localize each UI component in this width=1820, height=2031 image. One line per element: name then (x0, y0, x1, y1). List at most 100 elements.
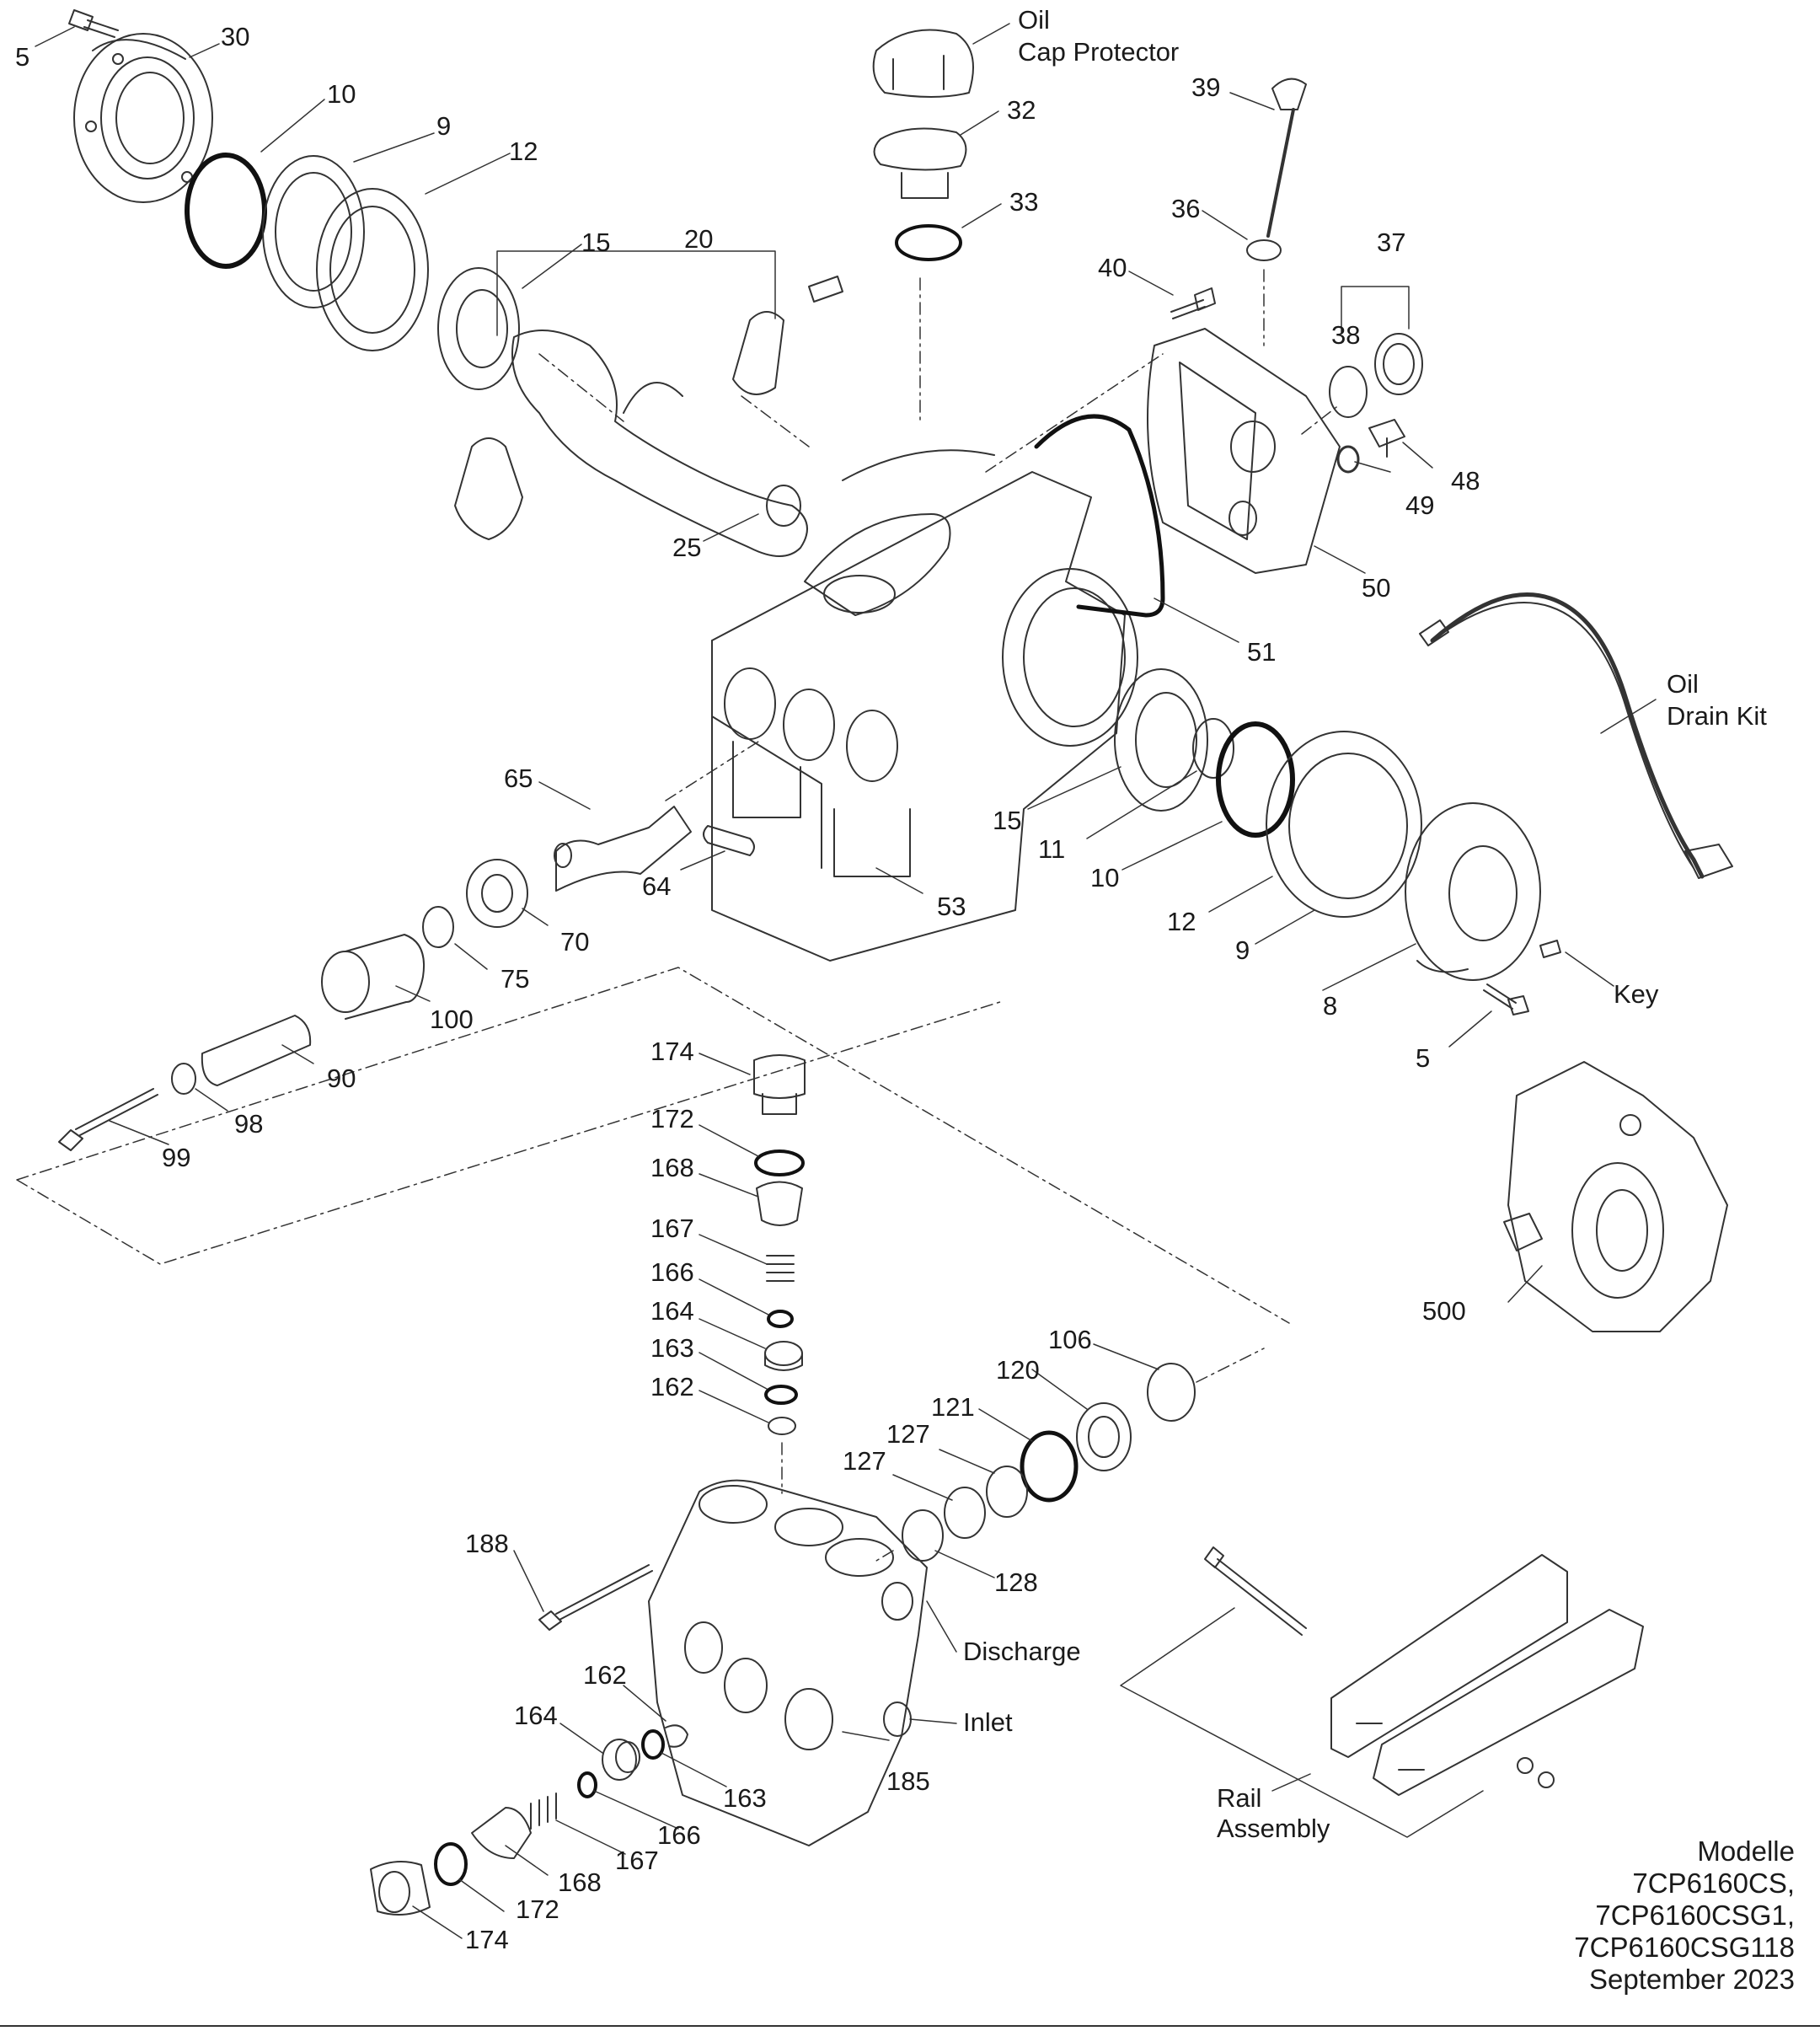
label-rail-line1: Rail (1217, 1783, 1262, 1813)
label-163-top: 163 (650, 1333, 694, 1363)
dashdot-crank (538, 353, 810, 447)
valve-cage-168-bot-icon (471, 1807, 532, 1859)
label-9-top: 9 (436, 111, 452, 141)
o-ring-10-mid-icon (1216, 721, 1295, 838)
o-ring-172-bot-icon (434, 1842, 468, 1886)
oil-drain-kit-icon (1419, 592, 1733, 879)
seal-128-icon (902, 1509, 944, 1562)
o-ring-166-bot-icon (577, 1771, 597, 1798)
o-ring-33-icon (895, 224, 962, 261)
gasket-9-top-icon (262, 155, 365, 308)
label-174-bot: 174 (465, 1925, 509, 1954)
label-121: 121 (931, 1392, 975, 1422)
seal-106-icon (1147, 1363, 1196, 1422)
dashdot-boundary (16, 967, 1290, 1324)
label-30: 30 (221, 22, 250, 51)
label-oil-drain-line2: Drain Kit (1667, 701, 1767, 731)
label-53: 53 (937, 892, 966, 921)
washer-75-icon (422, 906, 454, 948)
label-48: 48 (1451, 466, 1480, 496)
label-39: 39 (1191, 72, 1221, 102)
spring-167-bot-icon (530, 1793, 557, 1830)
model-line-2: 7CP6160CSG1, (1595, 1900, 1795, 1931)
drain-plug-48-icon (1368, 419, 1405, 458)
label-75: 75 (500, 964, 530, 994)
seal-127-b-icon (944, 1487, 986, 1539)
label-9-mid: 9 (1235, 935, 1250, 965)
leader-lines (35, 23, 1657, 1939)
label-49: 49 (1405, 490, 1435, 520)
o-ring-172-top-icon (754, 1149, 805, 1176)
label-20: 20 (684, 224, 714, 254)
label-5-top: 5 (15, 42, 30, 72)
label-oil-drain-line1: Oil (1667, 669, 1699, 699)
plug-174-top-icon (753, 1054, 806, 1115)
shim-12-mid-icon (1266, 731, 1422, 918)
sleeve-100-icon (321, 934, 425, 1020)
label-40: 40 (1098, 253, 1127, 282)
revision-date: September 2023 (1588, 1964, 1795, 1995)
label-37: 37 (1377, 228, 1406, 257)
model-line-3: 7CP6160CSG118 (1574, 1932, 1795, 1963)
bearing-15-top-icon (437, 267, 520, 390)
label-166-bot: 166 (657, 1820, 701, 1850)
dipstick-39-icon (1266, 78, 1307, 238)
label-64: 64 (642, 871, 672, 901)
spacer-90-icon (201, 1015, 312, 1086)
label-172-bot: 172 (516, 1894, 559, 1924)
shim-12-top-icon (316, 188, 429, 351)
bearing-cover-8-icon (1405, 802, 1541, 981)
label-98: 98 (234, 1109, 264, 1139)
label-15-top: 15 (581, 228, 611, 257)
dashdot-plunger (665, 741, 759, 801)
label-10-mid: 10 (1090, 863, 1120, 892)
crankcase-53-icon (711, 449, 1138, 962)
label-32: 32 (1007, 95, 1036, 125)
seal-11-icon (1192, 718, 1234, 779)
label-8: 8 (1323, 991, 1338, 1021)
label-90: 90 (327, 1064, 356, 1093)
plug-174-bot-icon (370, 1861, 431, 1916)
label-162-bot: 162 (583, 1660, 627, 1690)
ring-162-top-icon (768, 1417, 796, 1435)
pin-64-icon (703, 825, 755, 856)
screw-5-mid-icon (1483, 983, 1529, 1016)
label-100: 100 (430, 1005, 474, 1034)
valve-seat-164-bot-icon (602, 1739, 640, 1781)
label-11: 11 (1038, 834, 1066, 864)
oil-cap-protector-icon (872, 29, 974, 98)
label-167-top: 167 (650, 1214, 694, 1243)
label-172-top: 172 (650, 1104, 694, 1133)
label-168-bot: 168 (558, 1868, 602, 1897)
label-10-top: 10 (327, 79, 356, 109)
seal-127-a-icon (986, 1466, 1028, 1518)
label-65: 65 (504, 764, 533, 793)
washer-98-icon (171, 1063, 196, 1095)
label-127-b: 127 (843, 1446, 886, 1476)
label-106: 106 (1048, 1325, 1092, 1354)
label-127-a: 127 (886, 1419, 930, 1449)
spring-167-top-icon (766, 1255, 795, 1282)
label-33: 33 (1009, 187, 1039, 217)
dashdot-rear (985, 269, 1341, 473)
label-38: 38 (1331, 320, 1361, 350)
o-ring-49-icon (1336, 445, 1360, 474)
label-163-bot: 163 (723, 1783, 767, 1813)
label-162-top: 162 (650, 1372, 694, 1401)
model-line-1: 7CP6160CS, (1632, 1868, 1795, 1899)
label-oil-cap-line1: Oil (1018, 5, 1050, 35)
label-rail-line2: Assembly (1217, 1814, 1330, 1843)
screw-5-top-icon (68, 9, 119, 38)
label-164-top: 164 (650, 1296, 694, 1326)
bracket-37-lines (1341, 286, 1410, 334)
label-168-top: 168 (650, 1153, 694, 1182)
o-ring-163-bot-icon (641, 1729, 665, 1760)
con-rod-20-icon (454, 276, 843, 540)
model-heading: Modelle (1697, 1835, 1795, 1867)
label-70: 70 (560, 927, 590, 957)
key-icon (1539, 940, 1561, 958)
rail-assembly-icon (1204, 1546, 1644, 1796)
label-36: 36 (1171, 194, 1201, 223)
